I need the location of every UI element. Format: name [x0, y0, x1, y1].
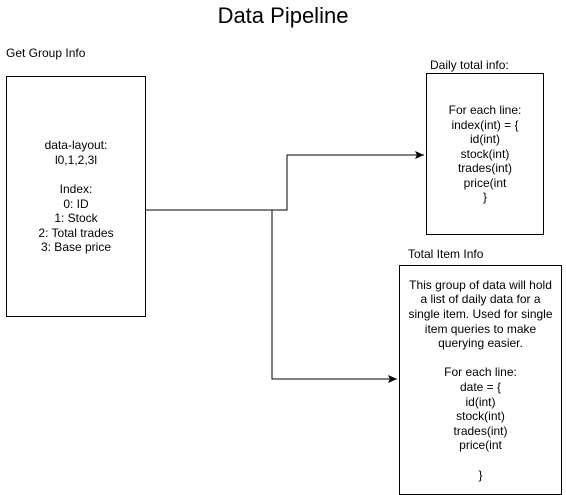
group-info-box: data-layout: l0,1,2,3l Index: 0: ID 1: S… [6, 76, 146, 317]
arrow-to-daily-info [146, 151, 424, 211]
group-info-line: data-layout: [44, 138, 108, 153]
group-info-line: 2: Total trades [38, 225, 114, 240]
total-item-info-line: For each line: [444, 365, 517, 380]
group-info-line [38, 167, 113, 182]
daily-info-line: index(int) = { [451, 117, 519, 132]
daily-info-line: For each line: [448, 102, 522, 117]
daily-info-label: Daily total info: [430, 58, 509, 72]
group-info-line: 3: Base price [40, 240, 112, 255]
total-item-info-line: stock(int) [456, 409, 505, 424]
diagram-title: Data Pipeline [217, 3, 349, 28]
total-item-info-line [406, 351, 556, 366]
total-item-info-text: This group of data will hold a list of d… [406, 278, 556, 482]
total-item-info-label: Total Item Info [408, 247, 484, 261]
total-item-info-description: This group of data will hold a list of d… [408, 277, 553, 351]
daily-info-line: id(int) [469, 132, 500, 147]
daily-info-text: For each line: index(int) = { id(int) st… [449, 103, 522, 205]
total-item-info-line: price(int [459, 438, 502, 453]
group-info-line: 1: Stock [54, 211, 98, 226]
total-item-info-line [406, 453, 556, 468]
daily-info-line: price(int [463, 175, 507, 190]
daily-info-line: trades(int) [457, 161, 512, 176]
group-info-label: Get Group Info [6, 46, 86, 60]
daily-info-box: For each line: index(int) = { id(int) st… [426, 73, 544, 235]
total-item-info-line: date = { [459, 380, 502, 394]
total-item-info-line: trades(int) [453, 423, 508, 438]
group-info-text: data-layout: l0,1,2,3l Index: 0: ID 1: S… [38, 138, 113, 255]
arrow-to-total-item-info [271, 210, 397, 383]
daily-info-line: stock(int) [460, 146, 510, 161]
group-info-line: 0: ID [63, 196, 89, 211]
total-item-info-line: } [478, 467, 483, 482]
total-item-info-line: id(int) [465, 394, 496, 409]
total-item-info-box: This group of data will hold a list of d… [399, 265, 562, 495]
group-info-line: l0,1,2,3l [54, 152, 97, 167]
daily-info-line: } [482, 190, 487, 205]
group-info-line: Index: [59, 181, 93, 196]
